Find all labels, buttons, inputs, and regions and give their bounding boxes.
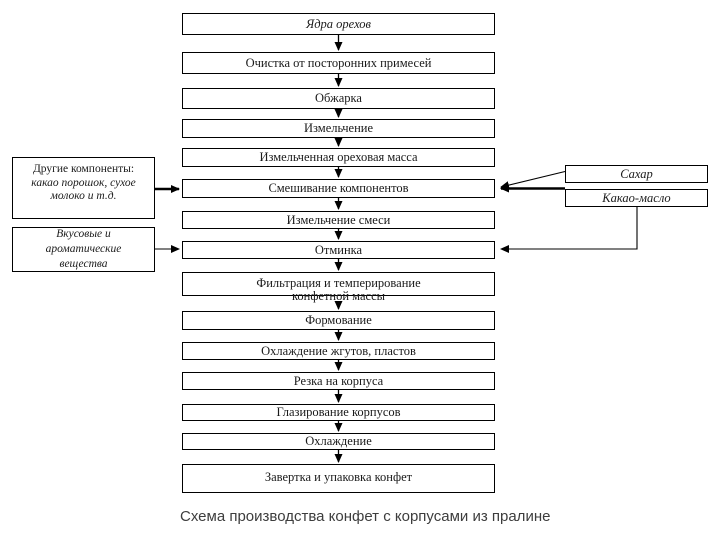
input-flavor-aromatic-substances: Вкусовые и ароматические вещества [12, 227, 155, 272]
flow-step-label: Охлаждение [305, 434, 372, 448]
flow-step-otminka: Отминка [182, 241, 495, 259]
flow-step-nut-kernels: Ядра орехов [182, 13, 495, 35]
flavor-substances-label: Вкусовые и ароматические вещества [45, 228, 122, 270]
flow-step-label: Обжарка [315, 91, 362, 105]
input-other-components: Другие компоненты: какао порошок, сухое … [12, 157, 155, 219]
flow-step-label: Измельченная ореховая масса [259, 150, 418, 164]
flow-step-cooling: Охлаждение [182, 433, 495, 450]
flow-step-label: Измельчение смеси [286, 212, 391, 227]
flow-step-label: Глазирование корпусов [276, 405, 401, 419]
flow-step-grinding-mix: Измельчение смеси [182, 211, 495, 229]
flow-step-grinding: Измельчение [182, 119, 495, 138]
flow-step-label: Завертка и упаковка конфет [264, 470, 413, 484]
flow-step-cleaning: Очистка от посторонних примесей [182, 52, 495, 74]
flow-step-label: Охлаждение жгутов, пластов [261, 343, 416, 358]
flow-step-molding: Формование [182, 311, 495, 330]
flow-step-mixing: Смешивание компонентов [182, 179, 495, 198]
flow-step-glazing: Глазирование корпусов [182, 404, 495, 421]
other-components-detail: какао порошок, сухое молоко и т.д. [31, 176, 136, 203]
cocoa-butter-label: Какао-масло [602, 190, 671, 205]
flow-step-cooling-strands: Охлаждение жгутов, пластов [182, 342, 495, 360]
flow-step-label: Ядра орехов [306, 16, 371, 31]
flow-step-label: Резка на корпуса [293, 373, 384, 388]
flow-step-filtering: Фильтрация и темперирование конфетной ма… [182, 272, 495, 303]
arrow-cocoabutter-to-otminka [500, 207, 638, 253]
flow-step-roasting: Обжарка [182, 88, 495, 109]
arrow-sugar-to-mixing [500, 170, 566, 190]
flow-step-ground-nut-mass: Измельченная ореховая масса [182, 148, 495, 167]
flow-step-label: Фильтрация и темперирование конфетной ма… [256, 276, 421, 303]
input-sugar: Сахар [565, 165, 708, 183]
flow-step-wrapping-packing: Завертка и упаковка конфет [182, 464, 495, 493]
sugar-label: Сахар [620, 166, 653, 181]
flow-step-label: Отминка [314, 242, 363, 257]
flow-step-label: Смешивание компонентов [268, 181, 409, 195]
input-cocoa-butter: Какао-масло [565, 189, 708, 207]
flow-step-label: Измельчение [304, 121, 373, 135]
diagram-caption: Схема производства конфет с корпусами из… [180, 508, 551, 525]
flow-step-label: Формование [305, 313, 372, 327]
other-components-title: Другие компоненты: [32, 163, 135, 175]
flow-step-cutting: Резка на корпуса [182, 372, 495, 390]
flow-step-label: Очистка от посторонних примесей [245, 55, 432, 70]
